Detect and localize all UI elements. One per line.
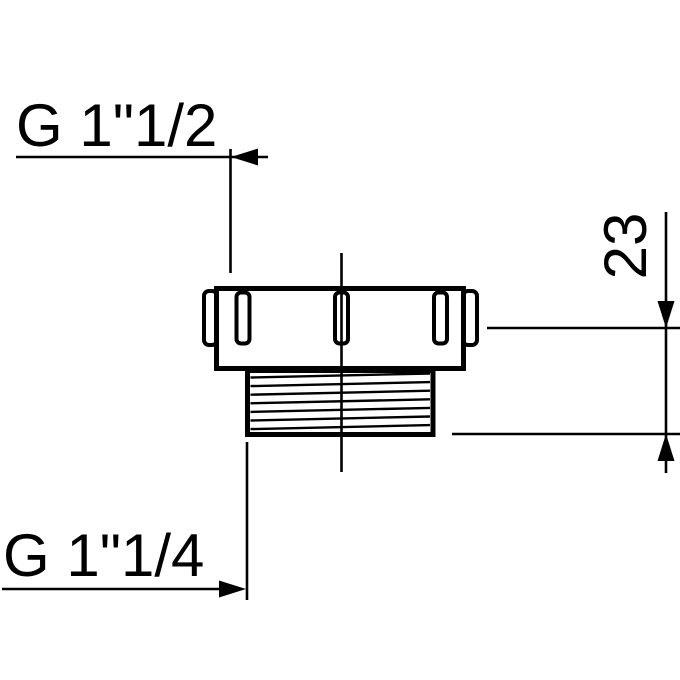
arrowhead-right-icon: [219, 580, 246, 598]
cap-rib-left: [234, 290, 252, 346]
arrowhead-up-icon: [657, 434, 675, 461]
height-dimension-label: 23: [592, 212, 659, 280]
top-thread-callout: [16, 149, 268, 273]
cap-rib-right: [432, 290, 449, 346]
arrowhead-left-icon: [231, 148, 258, 166]
top-thread-label: G 1"1/2: [16, 92, 218, 159]
bottom-thread-label: G 1"1/4: [3, 522, 205, 589]
height-dimension: [452, 212, 680, 473]
arrowhead-down-icon: [657, 301, 675, 328]
bottom-thread-callout: [2, 442, 249, 600]
